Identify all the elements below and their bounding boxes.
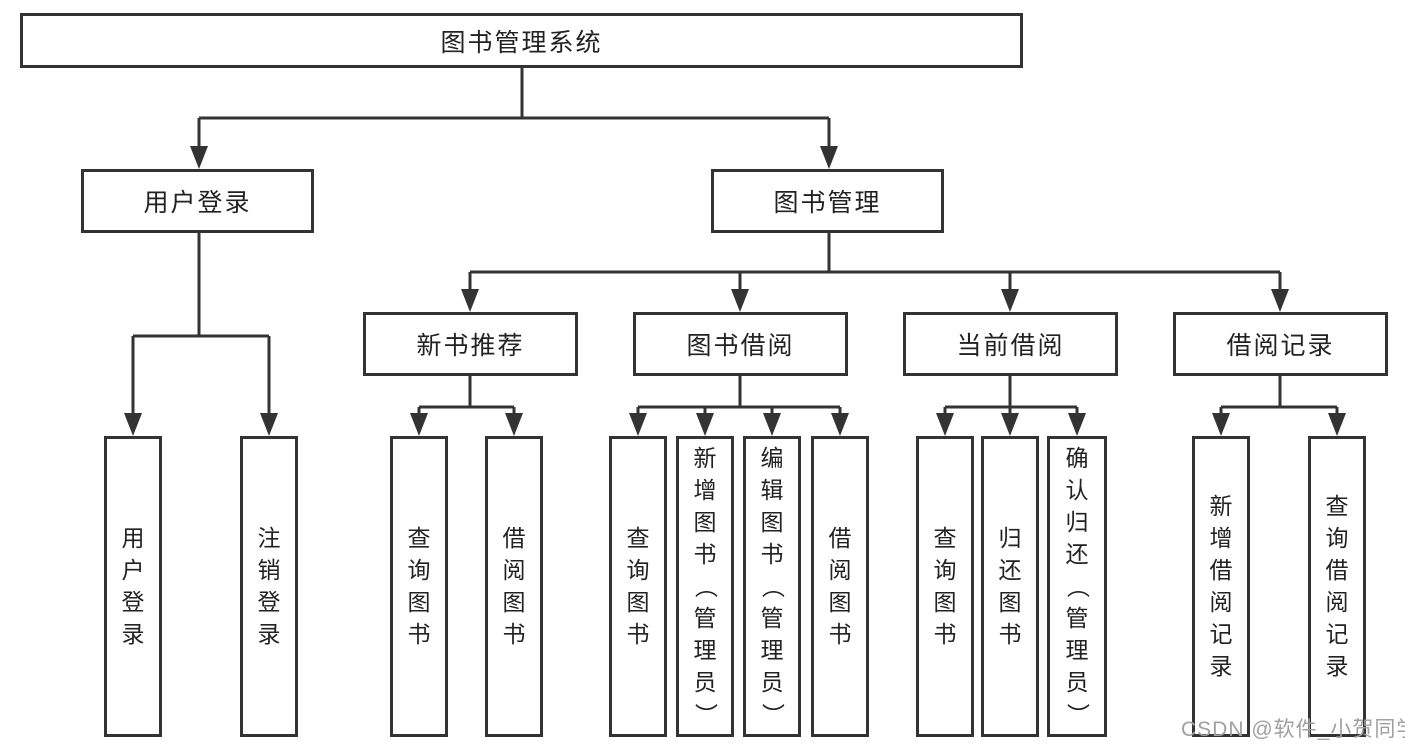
leaf-search-borrow-record: 查询借阅记录 bbox=[1308, 436, 1366, 737]
leaf-edit-book-admin: 编辑图书（管理员） bbox=[743, 436, 801, 737]
leaf-confirm-return-admin: 确认归还（管理员） bbox=[1047, 436, 1107, 737]
leaf-add-borrow-record: 新增借阅记录 bbox=[1192, 436, 1250, 737]
node-book-borrowing: 图书借阅 bbox=[633, 312, 848, 376]
leaf-add-book-admin: 新增图书（管理员） bbox=[676, 436, 734, 737]
leaf-search-books-current: 查询图书 bbox=[916, 436, 974, 737]
leaf-borrow-books-recommend: 借阅图书 bbox=[485, 436, 543, 737]
node-root: 图书管理系统 bbox=[20, 13, 1023, 68]
arrowheads bbox=[124, 146, 1346, 436]
leaf-user-login: 用户登录 bbox=[104, 436, 162, 737]
node-current-borrowing: 当前借阅 bbox=[903, 312, 1118, 376]
node-new-book-recommendation: 新书推荐 bbox=[363, 312, 578, 376]
node-user-login: 用户登录 bbox=[81, 169, 314, 233]
leaf-search-books-borrowing: 查询图书 bbox=[609, 436, 667, 737]
leaf-borrow-books-borrowing: 借阅图书 bbox=[811, 436, 869, 737]
watermark-text: CSDN @软件_小贺同学 bbox=[1181, 718, 1405, 741]
leaf-logout: 注销登录 bbox=[240, 436, 298, 737]
leaf-return-book: 归还图书 bbox=[981, 436, 1039, 737]
node-borrowing-records: 借阅记录 bbox=[1173, 312, 1388, 376]
connector-segments bbox=[131, 68, 1339, 418]
node-book-management: 图书管理 bbox=[711, 169, 944, 233]
leaf-search-books-recommend: 查询图书 bbox=[390, 436, 448, 737]
